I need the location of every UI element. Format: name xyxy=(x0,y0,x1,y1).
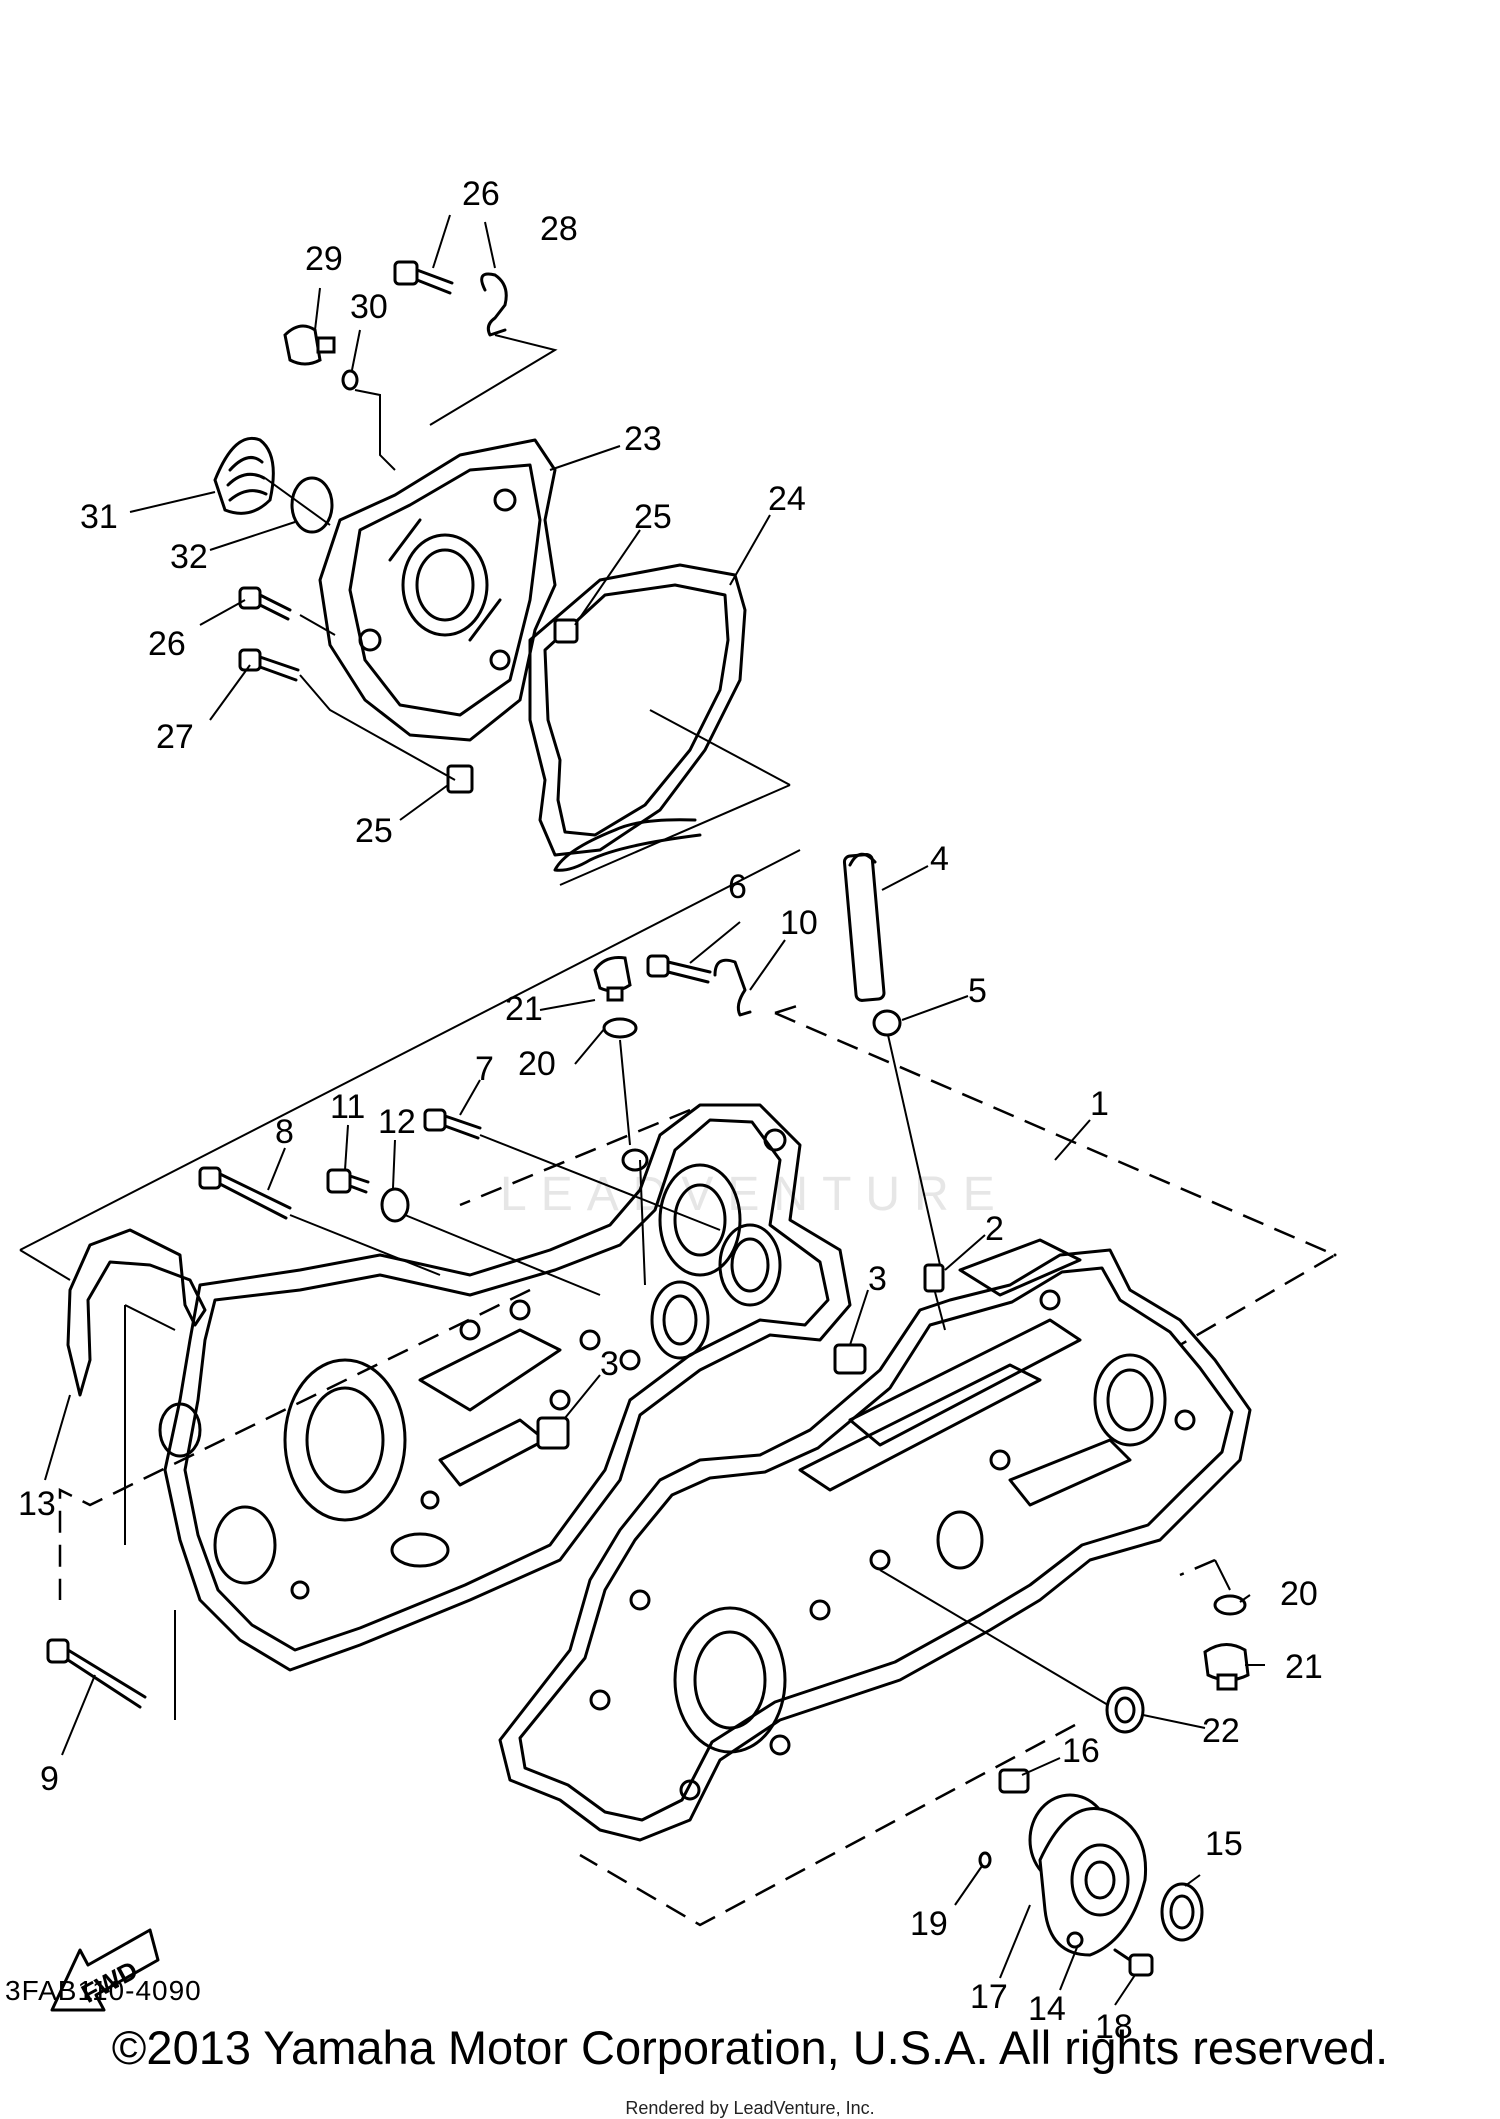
upper-fasteners xyxy=(213,260,579,794)
callout-25: 25 xyxy=(634,498,672,536)
callout-leader-lines xyxy=(44,214,1265,2006)
callout-29: 29 xyxy=(305,240,343,278)
crankcase-fasteners xyxy=(46,954,1250,1734)
crankcase-cover-23 xyxy=(318,438,557,742)
callout-26: 26 xyxy=(462,175,500,213)
oil-pump-cover-assembly xyxy=(978,1768,1204,1977)
callout-16: 16 xyxy=(1062,1732,1100,1770)
callout-3: 3 xyxy=(868,1260,887,1298)
callout-10: 10 xyxy=(780,904,818,942)
callout-15: 15 xyxy=(1205,1825,1243,1863)
callout-23: 23 xyxy=(624,420,662,458)
callout-4: 4 xyxy=(930,840,949,878)
callout-21-right: 21 xyxy=(1285,1648,1323,1686)
assembly-boundary-lines xyxy=(19,849,1338,1927)
left-crankcase-half xyxy=(158,1103,852,1672)
gasket-24 xyxy=(528,563,791,886)
right-crankcase-half xyxy=(498,1238,1252,1842)
callout-31: 31 xyxy=(80,498,118,536)
callout-5: 5 xyxy=(968,972,987,1010)
callout-11: 11 xyxy=(330,1088,365,1126)
callout-20-right: 20 xyxy=(1280,1575,1318,1613)
callout-18: 18 xyxy=(1095,2008,1133,2046)
callout-3-lower: 3 xyxy=(600,1345,619,1383)
callout-21: 21 xyxy=(505,990,543,1028)
callout-7: 7 xyxy=(475,1050,494,1088)
callout-9: 9 xyxy=(40,1760,59,1798)
callout-6: 6 xyxy=(728,868,747,906)
callout-26-lower: 26 xyxy=(148,625,186,663)
callout-13: 13 xyxy=(18,1485,56,1523)
callout-17: 17 xyxy=(970,1978,1008,2016)
breather-hose-4 xyxy=(553,818,941,1266)
callout-20: 20 xyxy=(518,1045,556,1083)
callout-25-lower: 25 xyxy=(355,812,393,850)
callout-28: 28 xyxy=(540,210,578,248)
callout-27: 27 xyxy=(156,718,194,756)
gasket-13 xyxy=(66,1228,207,1397)
callout-19: 19 xyxy=(910,1905,948,1943)
callout-14: 14 xyxy=(1028,1990,1066,2028)
rendered-by-credit: Rendered by LeadVenture, Inc. xyxy=(625,2098,875,2118)
dowel-pins-3 xyxy=(536,1343,867,1450)
copyright-notice: ©2013 Yamaha Motor Corporation, U.S.A. A… xyxy=(111,2021,1389,2074)
callout-12: 12 xyxy=(378,1103,416,1141)
callout-22: 22 xyxy=(1202,1712,1240,1750)
watermark: LEADVENTURE xyxy=(500,1168,1009,1221)
callout-24: 24 xyxy=(768,480,806,518)
callout-2: 2 xyxy=(985,1210,1004,1248)
callout-1: 1 xyxy=(1090,1085,1109,1123)
diagram-code: 3FAB110-4090 xyxy=(5,1975,202,2006)
callout-numbers: 26 28 29 30 23 31 32 24 25 26 27 25 4 6 … xyxy=(18,175,1323,2046)
callout-30: 30 xyxy=(350,288,388,326)
callout-8: 8 xyxy=(275,1113,294,1151)
callout-32: 32 xyxy=(170,538,208,576)
